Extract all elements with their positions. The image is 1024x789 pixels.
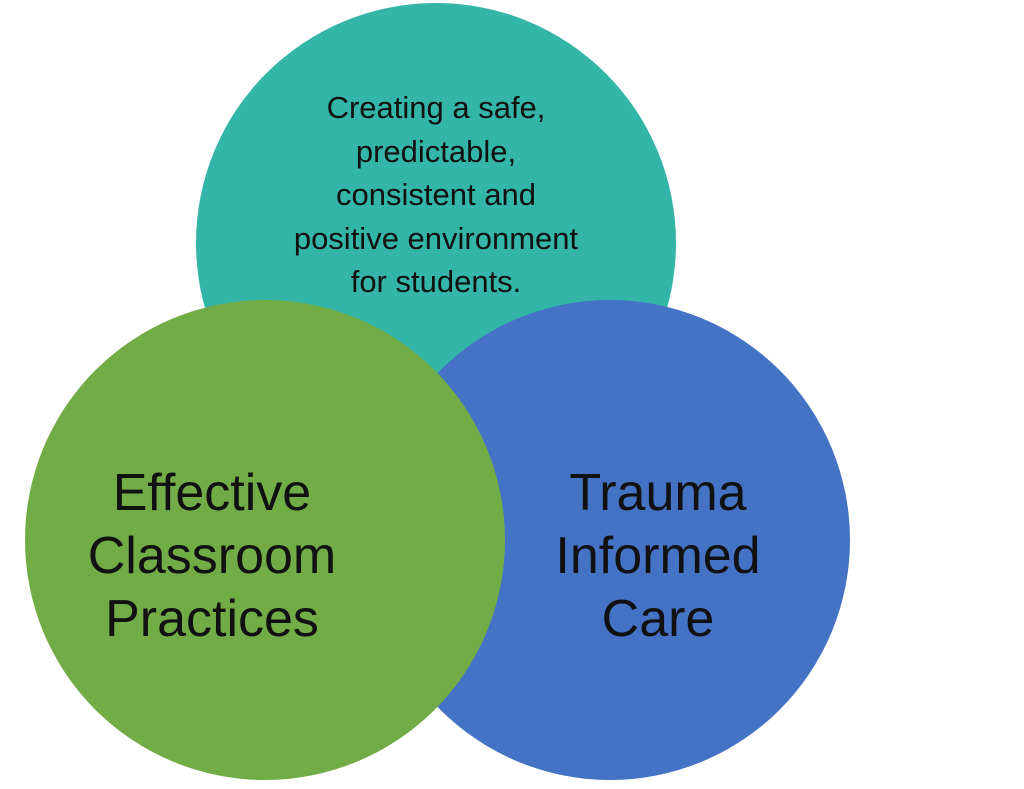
environment-label-line: positive environment <box>293 220 579 256</box>
environment-label-line: predictable, <box>355 133 517 169</box>
classroom-practices-circle <box>25 300 505 780</box>
trauma-informed-care-label-line: Care <box>601 590 715 648</box>
classroom-practices-label-line: Classroom <box>87 527 337 585</box>
trauma-informed-care-label-line: Trauma <box>569 464 747 522</box>
classroom-practices-label: Effective Classroom Practices <box>62 462 362 651</box>
environment-label-line: Creating a safe, <box>326 90 546 125</box>
trauma-informed-care-label: Trauma Informed Care <box>508 462 808 651</box>
environment-label: Creating a safe, predictable, consistent… <box>246 86 626 304</box>
trauma-informed-care-label-line: Informed <box>555 527 761 585</box>
classroom-practices-label-line: Effective <box>112 464 312 522</box>
classroom-practices-label-line: Practices <box>105 590 319 648</box>
environment-label-line: consistent and <box>336 177 536 212</box>
environment-label-line: for students. <box>350 264 522 299</box>
